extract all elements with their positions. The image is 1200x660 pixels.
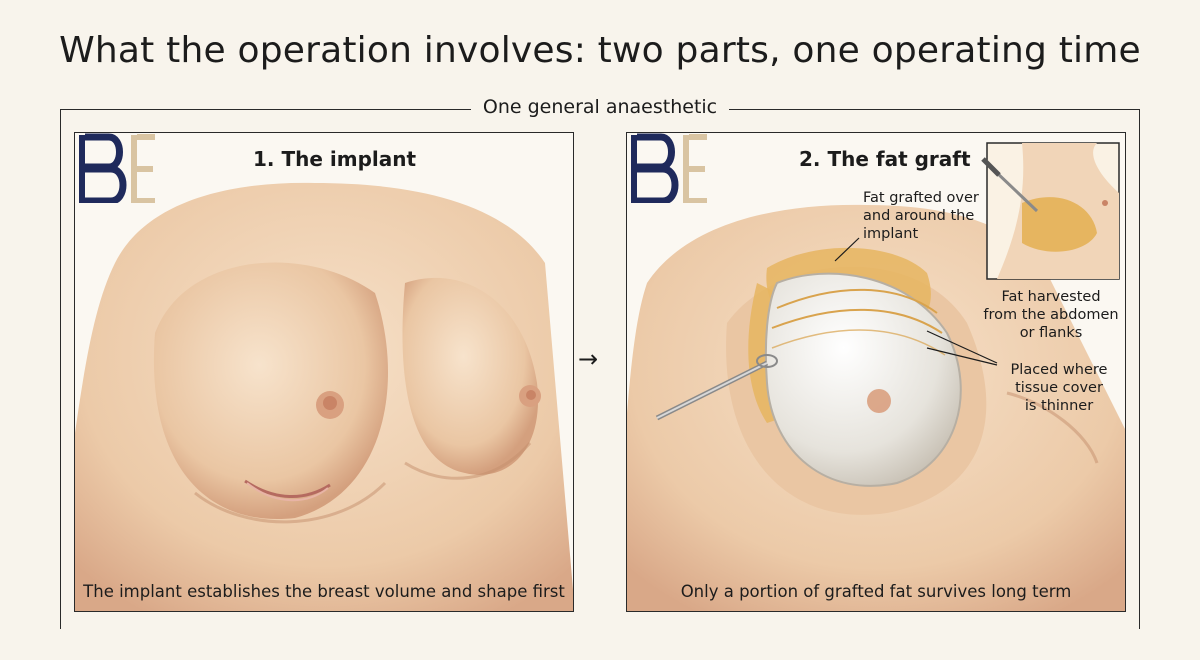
caption-implant: The implant establishes the breast volum… bbox=[83, 582, 565, 601]
page-title: What the operation involves: two parts, … bbox=[59, 30, 1141, 71]
arrow-icon: → bbox=[578, 345, 599, 373]
label-fat-grafted: Fat grafted over and around the implant bbox=[863, 190, 979, 242]
left-breast bbox=[153, 262, 389, 520]
label-placed-where: Placed where tissue cover is thinner bbox=[1010, 362, 1108, 414]
incision bbox=[244, 479, 331, 498]
label-fat-harvested: Fat harvested from the abdomen or flanks bbox=[983, 289, 1119, 341]
right-breast bbox=[402, 277, 539, 475]
nipple bbox=[867, 389, 891, 413]
brand-logo bbox=[79, 133, 155, 203]
implant-illustration bbox=[75, 182, 573, 611]
panel-title-fat-graft: 2. The fat graft bbox=[799, 147, 971, 171]
brand-logo bbox=[631, 133, 707, 203]
bracket-label-wrap: One general anaesthetic bbox=[0, 96, 1200, 118]
panel-title-implant: 1. The implant bbox=[253, 147, 417, 171]
harvest-site bbox=[1022, 197, 1097, 252]
fat-graft-illustration bbox=[627, 142, 1125, 611]
implant bbox=[764, 272, 962, 487]
bracket-label: One general anaesthetic bbox=[470, 96, 730, 118]
panel-implant: 1. The implant The implant establishes t… bbox=[74, 132, 574, 612]
caption-fat-graft: Only a portion of grafted fat survives l… bbox=[680, 582, 1072, 601]
panel-fat-graft: 2. The fat graft Fat grafted over and ar… bbox=[626, 132, 1126, 612]
